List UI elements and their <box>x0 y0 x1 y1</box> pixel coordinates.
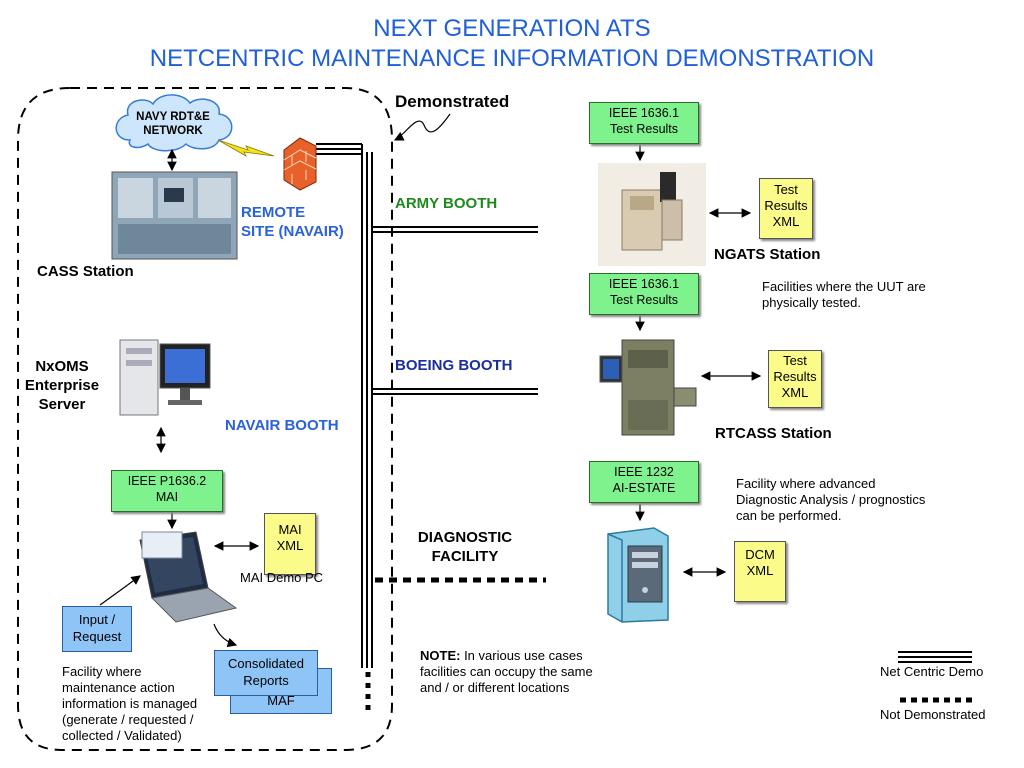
remote-site-line-2: SITE (NAVAIR) <box>241 223 344 240</box>
rtcass-xml-line-2: Results <box>773 369 817 384</box>
nxoms-line-1: NxOMS <box>35 358 89 375</box>
consolidated-reports-line-2: Reports <box>243 673 289 688</box>
ngats-ieee-line-1: IEEE 1636.1 <box>608 106 680 120</box>
navair-booth-label: NAVAIR BOOTH <box>225 417 339 434</box>
note-line-2: facilities can occupy the same <box>420 664 593 679</box>
boeing-booth-label: BOEING BOOTH <box>395 357 513 374</box>
rtcass-xml-line-3: XML <box>781 385 809 400</box>
boeing-line <box>372 388 538 395</box>
legend-net-centric-line <box>898 651 972 663</box>
facilities-tested-text: Facilities where the UUT are physically … <box>762 279 926 311</box>
lightning-icon <box>217 139 275 158</box>
mai-xml-line-2: XML <box>276 538 304 553</box>
mai-demo-pc-label: MAI Demo PC <box>240 570 324 585</box>
legend-not-demonstrated-label: Not Demonstrated <box>880 707 986 722</box>
ieee-p1636-2-line-1: IEEE P1636.2 <box>127 474 207 488</box>
ieee-p1636-2-box: IEEE P1636.2 MAI <box>111 470 223 512</box>
facility-advanced-text: Facility where advanced Diagnostic Analy… <box>736 476 925 524</box>
rtcass-ieee-box: IEEE 1636.1 Test Results <box>589 273 699 315</box>
note-label: NOTE: <box>420 648 461 663</box>
rtcass-ieee-line-1: IEEE 1636.1 <box>608 277 680 291</box>
maf-label: MAF <box>267 693 295 708</box>
mai-xml-line-1: MAI <box>278 522 302 537</box>
army-line <box>372 226 538 233</box>
nxoms-line-3: Server <box>38 396 86 413</box>
consolidated-reports-doc: Consolidated Reports <box>214 650 318 696</box>
note-text: NOTE: In various use cases facilities ca… <box>420 648 593 696</box>
network-label-line-1: NAVY RDT&E <box>136 111 210 123</box>
army-booth-label: ARMY BOOTH <box>395 195 498 212</box>
consolidated-reports-line-1: Consolidated <box>228 656 304 671</box>
cass-station-image <box>111 171 238 260</box>
facility-advanced-line-3: can be performed. <box>736 508 842 523</box>
remote-site-label: REMOTE SITE (NAVAIR) <box>241 203 344 241</box>
ieee-p1636-2-line-2: MAI <box>155 490 179 504</box>
ai-estate-line-2: AI-ESTATE <box>612 481 676 495</box>
cass-station-label: CASS Station <box>37 263 134 280</box>
facility-advanced-line-2: Diagnostic Analysis / prognostics <box>736 492 926 507</box>
ngats-xml-doc: Test Results XML <box>759 178 813 239</box>
input-request-doc: Input / Request <box>62 606 132 652</box>
laptop-image <box>139 531 238 623</box>
facilities-tested-line-1: Facilities where the UUT are <box>762 279 926 294</box>
ngats-xml-line-3: XML <box>772 214 800 229</box>
remote-site-line-1: REMOTE <box>241 204 306 221</box>
firewall-icon <box>283 137 317 191</box>
ngats-xml-line-2: Results <box>764 198 808 213</box>
rtcass-ieee-line-2: Test Results <box>609 293 679 307</box>
nxoms-line-2: Enterprise <box>24 377 100 394</box>
mai-xml-doc: MAI XML <box>264 513 316 575</box>
demonstrated-label: Demonstrated <box>395 92 510 111</box>
dcm-xml-doc: DCM XML <box>734 541 786 602</box>
rtcass-xml-doc: Test Results XML <box>768 350 822 408</box>
diagnostic-line-2: FACILITY <box>431 548 499 565</box>
facility-maintenance-line-4: (generate / requested / <box>62 712 194 727</box>
network-label-line-2: NETWORK <box>143 125 203 137</box>
legend-net-centric-label: Net Centric Demo <box>880 664 984 679</box>
facility-advanced-line-1: Facility where advanced <box>736 476 876 491</box>
dcm-xml-line-2: XML <box>746 563 774 578</box>
backbone-line <box>361 152 373 668</box>
diagnostic-facility-label: DIAGNOSTIC FACILITY <box>400 528 530 566</box>
facility-maintenance-text: Facility where maintenance action inform… <box>62 664 197 744</box>
nxoms-server-image <box>119 339 211 416</box>
demonstrated-pointer <box>393 113 451 141</box>
input-request-line-2: Request <box>72 629 122 644</box>
nxoms-label: NxOMS Enterprise Server <box>18 357 106 414</box>
facility-maintenance-line-5: collected / Validated) <box>62 728 182 743</box>
facility-maintenance-line-3: information is managed <box>62 696 198 711</box>
facilities-tested-line-2: physically tested. <box>762 295 861 310</box>
network-label: NAVY RDT&E NETWORK <box>128 110 218 138</box>
ai-estate-box: IEEE 1232 AI-ESTATE <box>589 461 699 503</box>
ngats-ieee-line-2: Test Results <box>609 122 679 136</box>
firewall-connector <box>316 143 363 155</box>
dcm-xml-line-1: DCM <box>745 547 775 562</box>
title-line-2: NETCENTRIC MAINTENANCE INFORMATION DEMON… <box>149 45 875 72</box>
rtcass-station-image <box>599 339 697 436</box>
ngats-ieee-box: IEEE 1636.1 Test Results <box>589 102 699 144</box>
ngats-xml-line-1: Test <box>774 182 798 197</box>
rtcass-xml-line-1: Test <box>783 353 807 368</box>
ngats-station-label: NGATS Station <box>714 246 821 263</box>
note-line-1: In various use cases <box>460 648 583 663</box>
diagnostic-line-1: DIAGNOSTIC <box>417 529 513 546</box>
site-boundary <box>17 87 393 751</box>
facility-maintenance-line-1: Facility where <box>62 664 142 679</box>
network-cloud <box>115 94 233 152</box>
diagnostic-server-image <box>607 527 669 623</box>
input-request-line-1: Input / <box>78 612 116 627</box>
ai-estate-line-1: IEEE 1232 <box>614 465 674 479</box>
note-line-3: and / or different locations <box>420 680 570 695</box>
facility-maintenance-line-2: maintenance action <box>62 680 175 695</box>
ngats-station-image <box>598 163 706 266</box>
rtcass-station-label: RTCASS Station <box>715 425 832 442</box>
title-line-1: NEXT GENERATION ATS <box>373 15 651 42</box>
